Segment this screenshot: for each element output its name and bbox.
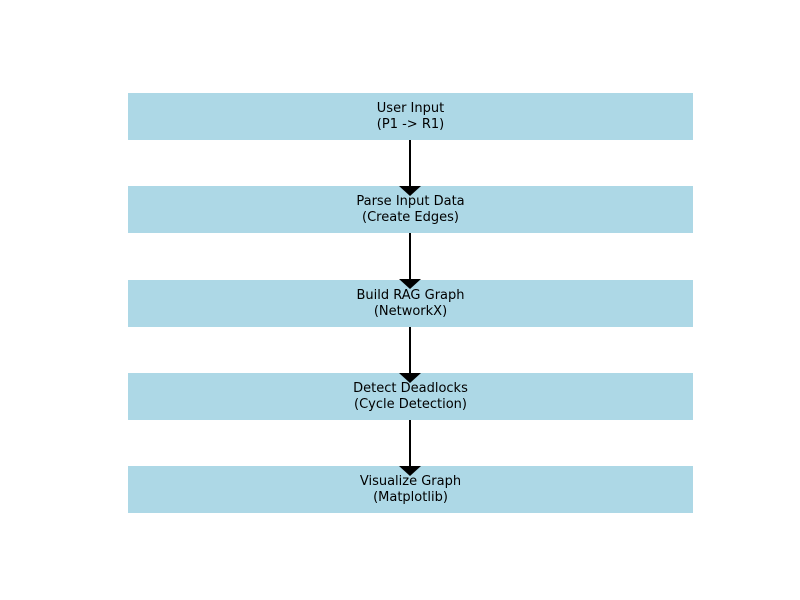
node-user-input-subtitle: (P1 -> R1): [376, 116, 445, 132]
node-visualize-graph-title: Visualize Graph: [359, 473, 462, 489]
node-detect-deadlocks-subtitle: (Cycle Detection): [354, 396, 467, 412]
node-visualize-graph-subtitle: (Matplotlib): [373, 489, 448, 505]
arrow-parse-to-build-icon: [399, 233, 421, 289]
node-build-rag-graph: Build RAG Graph (NetworkX): [128, 280, 693, 327]
node-parse-input-data-subtitle: (Create Edges): [362, 209, 459, 225]
arrow-user-input-to-parse-icon: [399, 140, 421, 196]
node-build-rag-graph-title: Build RAG Graph: [356, 287, 465, 303]
node-parse-input-data-title: Parse Input Data: [356, 193, 465, 209]
arrow-build-to-detect-icon: [399, 327, 421, 383]
node-detect-deadlocks-title: Detect Deadlocks: [353, 380, 468, 396]
node-build-rag-graph-subtitle: (NetworkX): [373, 303, 448, 319]
node-user-input-title: User Input: [376, 100, 445, 116]
arrow-detect-to-visualize-icon: [399, 420, 421, 476]
node-user-input: User Input (P1 -> R1): [128, 93, 693, 140]
